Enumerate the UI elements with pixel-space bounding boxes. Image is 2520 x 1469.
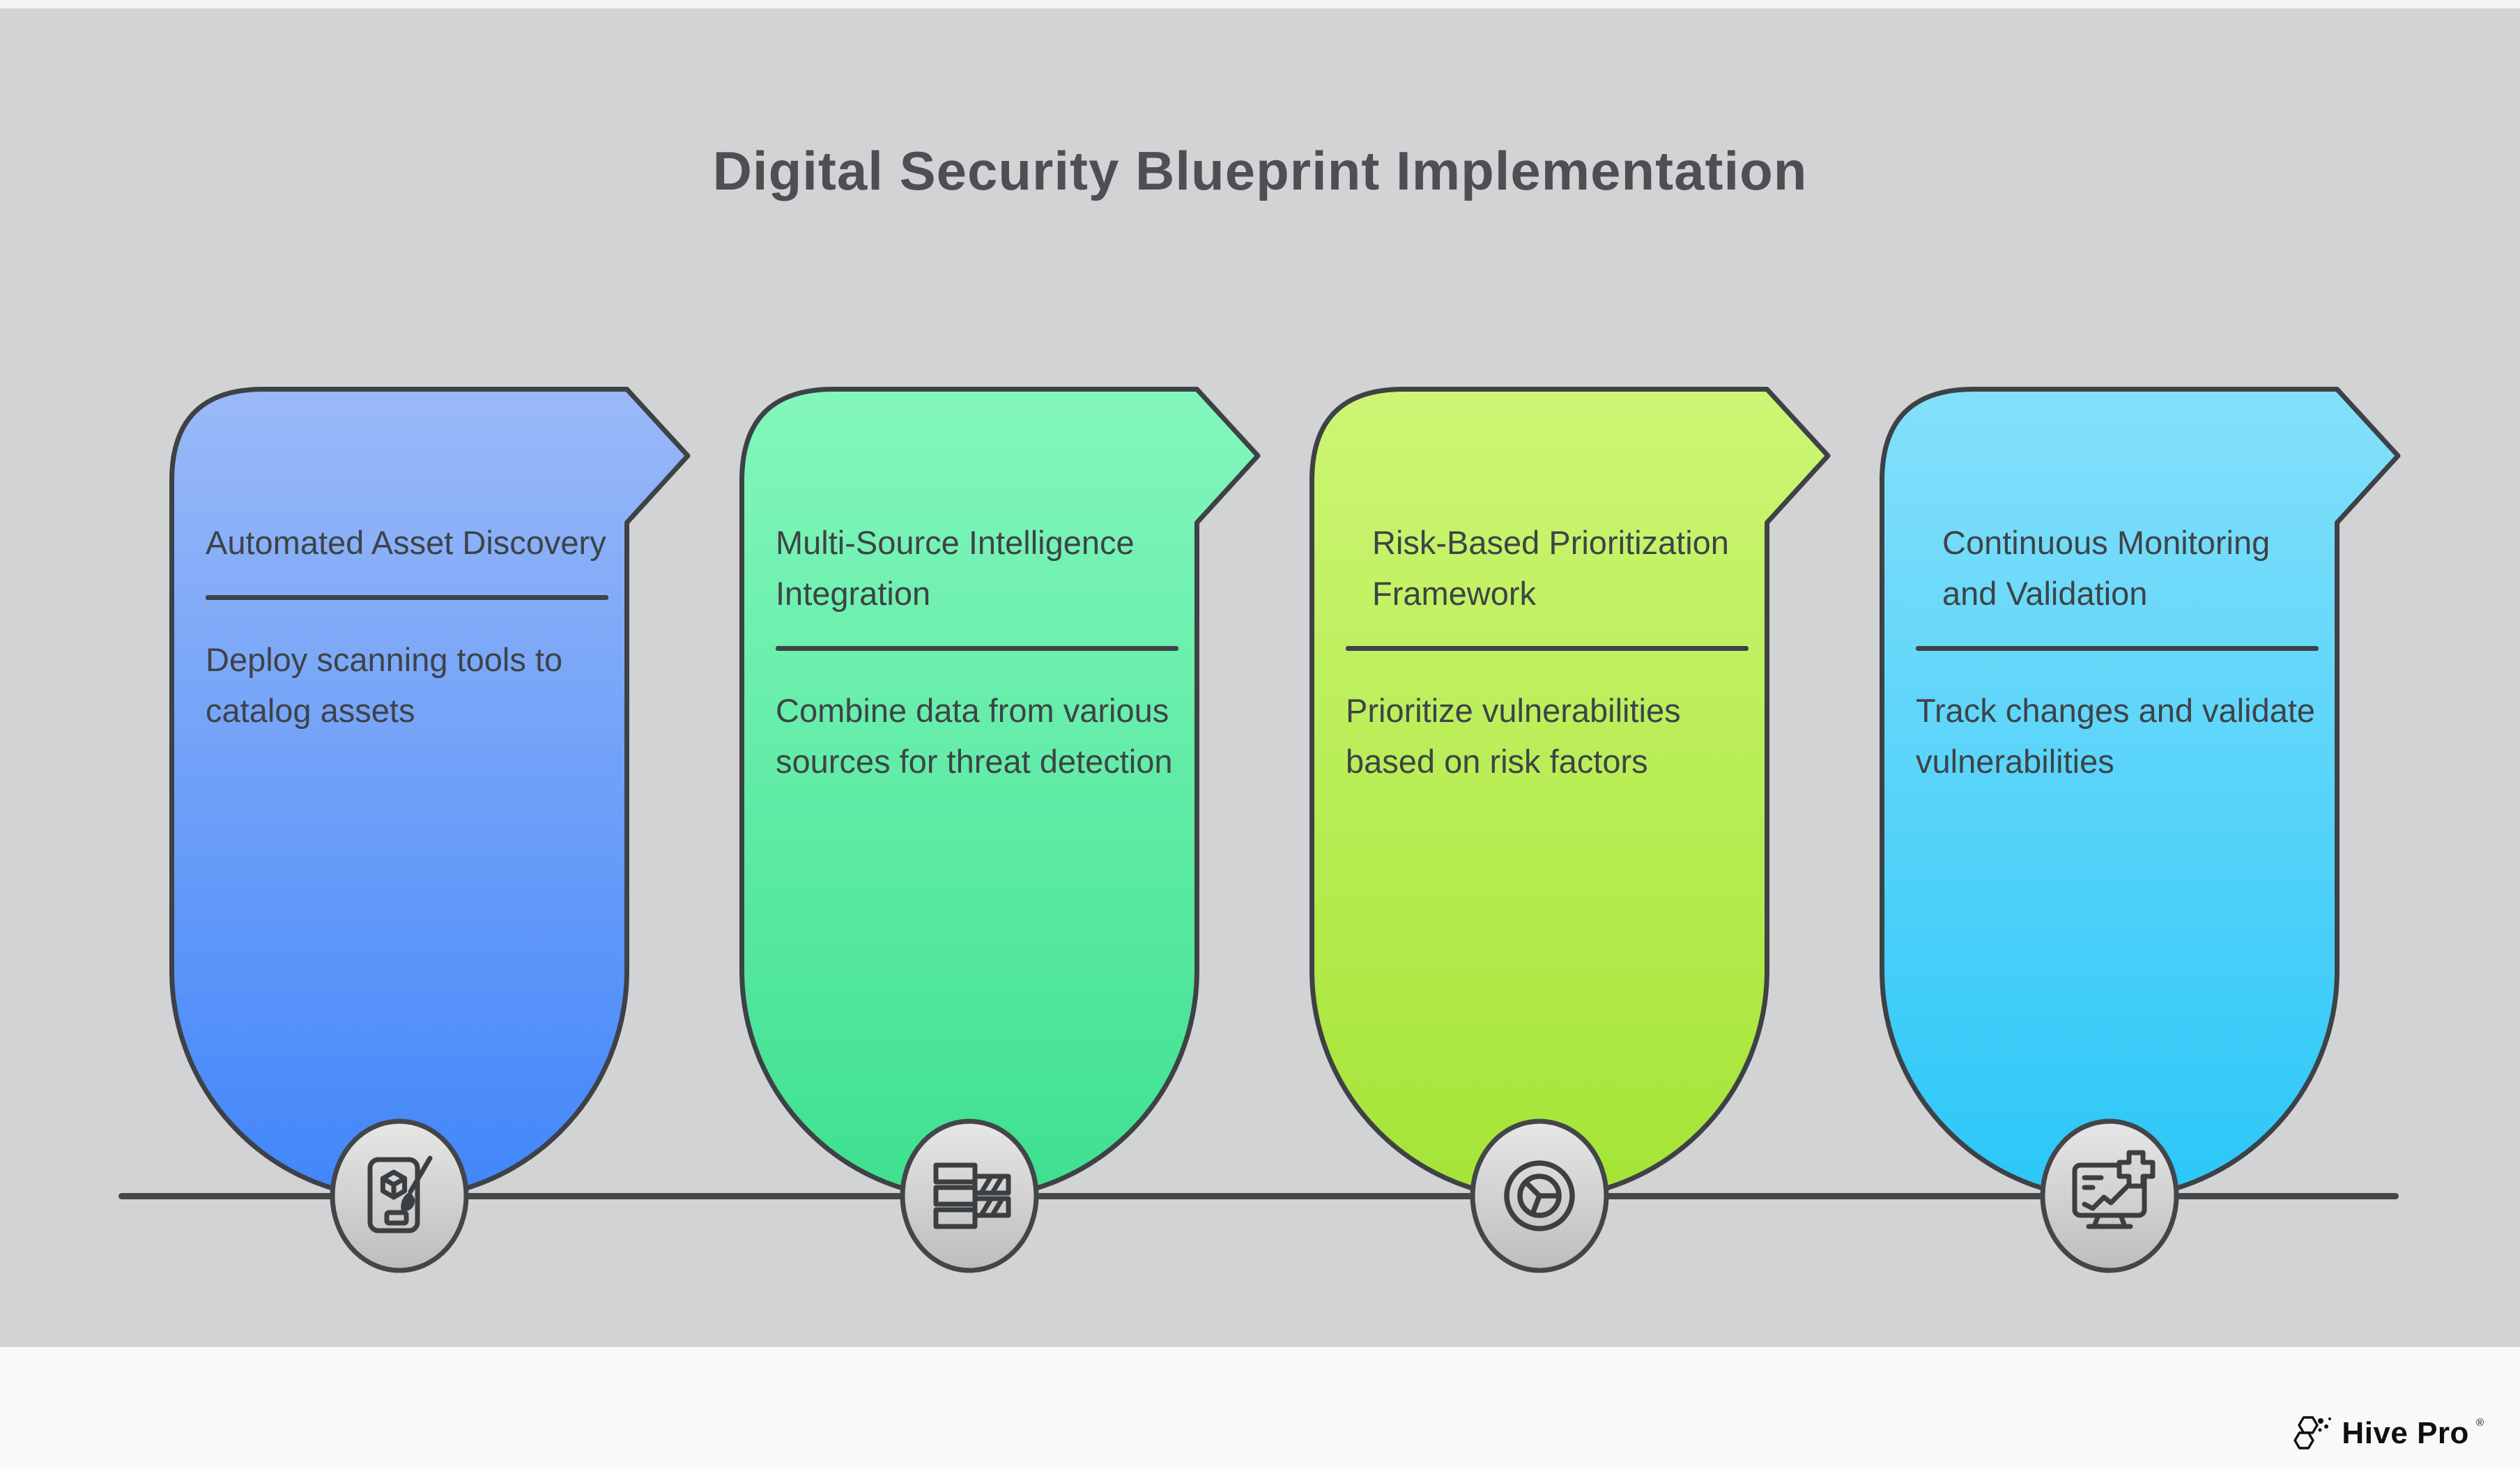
mobile-asset-scan-icon [330,1118,469,1273]
card-text-block: Multi-Source Intelligence Integration Co… [776,518,1178,787]
hive-pro-hexagon-mark-icon [2294,1416,2332,1449]
card-title: Risk-Based Prioritization Framework [1372,524,1729,612]
registered-trademark: ® [2475,1416,2484,1429]
step-card-multi-source-intelligence: Multi-Source Intelligence Integration Co… [739,387,1266,1209]
card-bubble-shape [1880,387,2401,1201]
hive-pro-logo: Hive Pro ® [2291,1410,2484,1456]
brand-name: Hive Pro [2342,1416,2469,1450]
footer-strip [0,1347,2520,1469]
card-description: Track changes and validate vulnerabiliti… [1916,691,2316,780]
step-card-risk-based-prioritization: Risk-Based Prioritization Framework Prio… [1309,387,1836,1209]
card-divider [776,645,1178,651]
timeline-node-1 [326,1115,472,1277]
card-title: Automated Asset Discovery [206,524,606,561]
card-title: Multi-Source Intelligence Integration [776,524,1135,612]
card-description: Prioritize vulnerabilities based on risk… [1346,691,1681,780]
card-divider [1346,645,1749,651]
data-merge-icon [900,1118,1039,1273]
card-bubble-shape [739,387,1261,1201]
pie-gauge-icon [1470,1118,1609,1273]
top-border-strip [0,0,2520,8]
card-text-block: Risk-Based Prioritization Framework Prio… [1346,518,1749,787]
card-description: Deploy scanning tools to catalog assets [206,640,563,729]
timeline-node-2 [896,1115,1043,1277]
page-title: Digital Security Blueprint Implementatio… [712,140,1808,201]
step-card-automated-asset-discovery: Automated Asset Discovery Deploy scannin… [169,387,696,1209]
timeline-line [118,1193,2399,1199]
step-card-continuous-monitoring: Continuous Monitoring and Validation Tra… [1880,387,2406,1209]
card-title: Continuous Monitoring and Validation [1942,524,2271,612]
card-text-block: Automated Asset Discovery Deploy scannin… [206,518,608,737]
timeline-node-4 [2036,1115,2183,1277]
card-bubble-shape [169,387,691,1201]
card-divider [1916,645,2319,651]
timeline-node-3 [1466,1115,1613,1277]
monitor-chart-plus-icon [2040,1118,2179,1273]
card-bubble-shape [1309,387,1831,1201]
card-description: Combine data from various sources for th… [776,691,1173,780]
card-divider [206,594,608,600]
card-text-block: Continuous Monitoring and Validation Tra… [1916,518,2319,787]
